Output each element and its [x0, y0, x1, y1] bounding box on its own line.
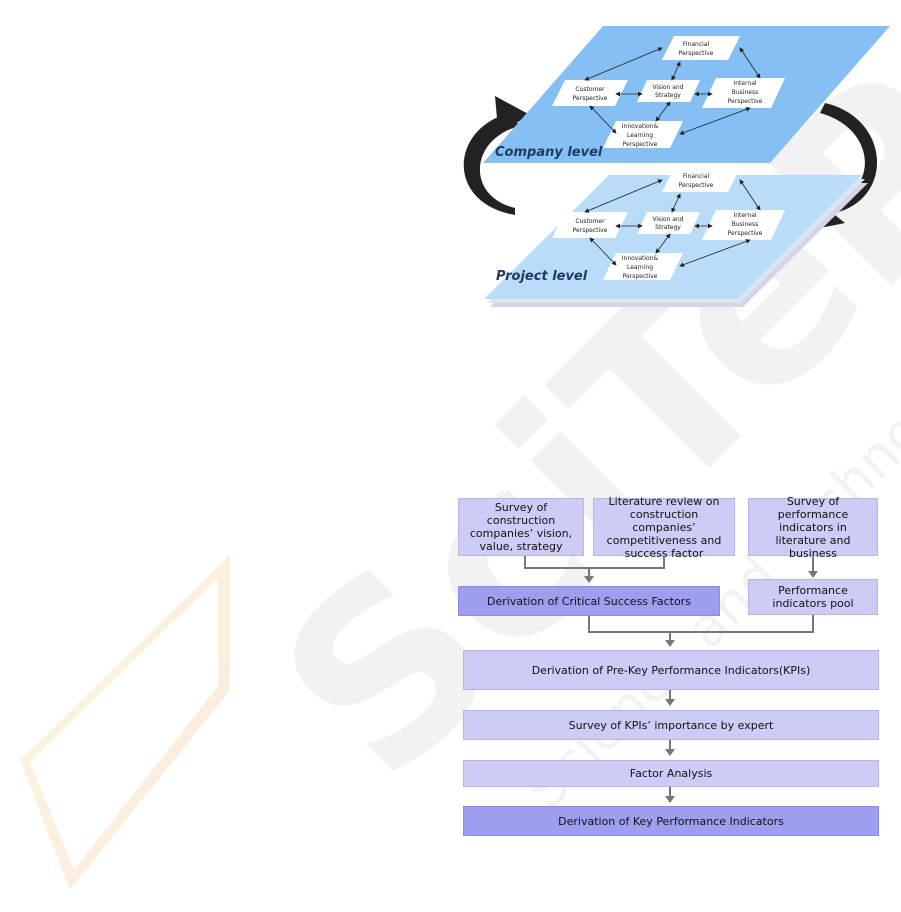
- connector: [812, 615, 814, 632]
- pre-kpi-box: Derivation of Pre-Key Performance Indica…: [463, 650, 879, 690]
- project-internal-node: Internal Business Perspective: [702, 210, 785, 240]
- connector: [588, 631, 814, 633]
- svg-text:Vision and: Vision and: [652, 84, 683, 91]
- project-level-label: Project level: [496, 269, 588, 284]
- arrow-icon: [665, 796, 675, 803]
- company-financial-node: Financial Perspective: [662, 36, 740, 60]
- company-vision-node: Vision and Strategy: [637, 80, 700, 102]
- svg-text:Business: Business: [732, 221, 758, 228]
- svg-text:Internal: Internal: [733, 80, 756, 87]
- svg-text:Strategy: Strategy: [655, 92, 681, 99]
- arrow-icon: [808, 571, 818, 578]
- project-level-plane: [484, 175, 862, 299]
- company-level-label: Company level: [495, 145, 603, 160]
- svg-text:Learning: Learning: [627, 264, 653, 271]
- svg-text:Strategy: Strategy: [655, 224, 681, 231]
- project-vision-node: Vision and Strategy: [637, 212, 700, 234]
- cycle-arrow-left: [463, 113, 520, 215]
- survey-indicators-box: Survey of performance indicators in lite…: [748, 495, 878, 560]
- connector: [669, 631, 671, 641]
- arrow-icon: [584, 576, 594, 583]
- kpi-survey-box: Survey of KPIs’ importance by expert: [463, 710, 879, 740]
- svg-text:Innovation&: Innovation&: [622, 123, 659, 130]
- bsc-diagram: Project level Company level Financial Pe…: [463, 26, 890, 307]
- svg-text:Learning: Learning: [627, 132, 653, 139]
- company-innovation-node: Innovation& Learning Perspective: [603, 121, 683, 148]
- indicators-pool-box: Performance indicators pool: [748, 579, 878, 615]
- svg-text:Perspective: Perspective: [679, 182, 714, 189]
- project-innovation-node: Innovation& Learning Perspective: [603, 253, 683, 280]
- arrow-icon: [665, 699, 675, 706]
- svg-text:Perspective: Perspective: [623, 141, 658, 148]
- svg-text:Perspective: Perspective: [679, 50, 714, 57]
- svg-text:Customer: Customer: [575, 86, 605, 93]
- svg-text:Perspective: Perspective: [728, 98, 763, 105]
- literature-review-box: Literature review on construction compan…: [593, 495, 735, 560]
- svg-text:Financial: Financial: [683, 41, 710, 48]
- project-customer-node: Customer Perspective: [552, 212, 628, 238]
- connector: [524, 567, 665, 569]
- arrow-icon: [665, 749, 675, 756]
- factor-analysis-box: Factor Analysis: [463, 760, 879, 787]
- kpi-box: Derivation of Key Performance Indicators: [463, 806, 879, 836]
- svg-text:Perspective: Perspective: [728, 230, 763, 237]
- svg-text:Business: Business: [732, 89, 758, 96]
- connector: [669, 690, 671, 700]
- connector: [812, 556, 814, 572]
- connector: [588, 567, 590, 577]
- arrow-icon: [665, 640, 675, 647]
- project-financial-node: Financial Perspective: [662, 168, 740, 192]
- connector: [524, 556, 526, 568]
- connector: [669, 787, 671, 797]
- csf-box: Derivation of Critical Success Factors: [458, 586, 720, 616]
- svg-text:Perspective: Perspective: [573, 227, 608, 234]
- svg-text:Internal: Internal: [733, 212, 756, 219]
- company-internal-node: Internal Business Perspective: [702, 78, 785, 108]
- svg-text:Perspective: Perspective: [573, 95, 608, 102]
- svg-text:Perspective: Perspective: [623, 273, 658, 280]
- survey-vision-box: Survey of construction companies’ vision…: [458, 498, 584, 556]
- company-customer-node: Customer Perspective: [552, 80, 628, 106]
- svg-text:Customer: Customer: [575, 218, 605, 225]
- connector: [663, 556, 665, 568]
- connector: [588, 616, 590, 632]
- svg-text:Innovation&: Innovation&: [622, 255, 659, 262]
- svg-text:Vision and: Vision and: [652, 216, 683, 223]
- svg-text:Financial: Financial: [683, 173, 710, 180]
- connector: [669, 740, 671, 750]
